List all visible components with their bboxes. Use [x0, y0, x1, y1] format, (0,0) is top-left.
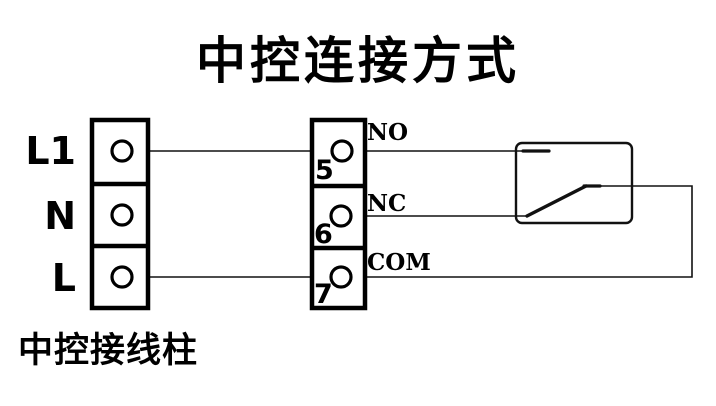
source-terminal-block — [89, 117, 151, 311]
terminal-hole-5 — [330, 139, 354, 163]
contact-label-com: COM — [367, 249, 431, 276]
terminal-number-5: 5 — [315, 155, 334, 186]
relay-terminal-block — [309, 117, 368, 311]
relay-enclosure — [514, 141, 634, 225]
terminal-hole-6 — [329, 204, 353, 228]
relay-contact-symbol — [514, 141, 634, 225]
terminal-hole-7 — [329, 265, 353, 289]
terminal-hole-l — [110, 265, 134, 289]
contact-label-no: NO — [367, 119, 408, 146]
terminal-number-7: 7 — [314, 279, 333, 310]
wire-terminal-7-to-relay-common — [341, 185, 693, 278]
contact-label-nc: NC — [367, 190, 406, 217]
page-title: 中控连接方式 — [196, 32, 520, 90]
phase-label-n: N — [44, 194, 76, 238]
phase-label-l: L — [52, 256, 76, 300]
terminal-number-6: 6 — [314, 219, 333, 250]
phase-label-l1: L1 — [25, 129, 76, 173]
diagram-caption: 中控接线柱 — [18, 331, 198, 371]
terminal-hole-n — [110, 203, 134, 227]
relay-moving-blade — [525, 184, 588, 218]
terminal-hole-l1 — [110, 139, 134, 163]
